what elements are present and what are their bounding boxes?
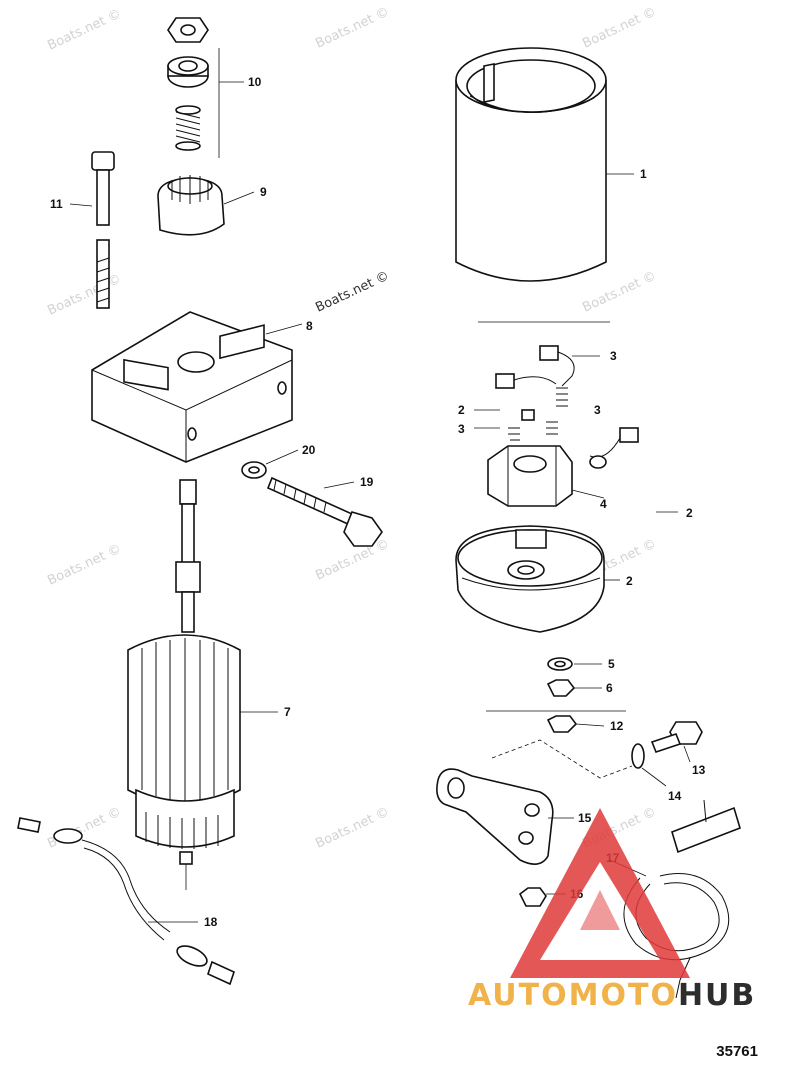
callout-11: 11 <box>50 197 63 211</box>
watermark-text: Boats.net © <box>580 5 658 52</box>
callout-12: 12 <box>610 719 624 733</box>
callout-2b: 2 <box>686 506 693 520</box>
watermark-text: Boats.net © <box>45 272 123 319</box>
callout-5: 5 <box>608 657 615 671</box>
part-coil-lead <box>623 799 741 999</box>
callout-2a: 2 <box>458 403 465 417</box>
callout-10: 10 <box>248 75 262 89</box>
callout-14: 14 <box>668 789 682 803</box>
watermark-text: Boats.net © <box>313 805 391 852</box>
part-armature <box>127 479 241 890</box>
callout-4: 4 <box>600 497 607 511</box>
watermark-text: Boats.net © <box>580 269 658 316</box>
diagram-number: 35761 <box>716 1043 758 1060</box>
watermark-text: Boats.net © <box>313 5 391 52</box>
callout-7: 7 <box>284 705 291 719</box>
logo-triangle <box>510 808 690 978</box>
part-through-bolt <box>91 151 115 309</box>
callout-9: 9 <box>260 185 267 199</box>
part-brush-assembly <box>487 345 639 507</box>
callout-1: 1 <box>640 167 647 181</box>
automotohub-logo: AUTOMOTOHUB <box>468 978 756 1013</box>
part-frame-housing <box>455 47 607 282</box>
callout-3b: 3 <box>458 422 465 436</box>
logo-text-part2: HUB <box>677 978 757 1013</box>
logo-text-part1: AUTOMOTO <box>468 978 678 1013</box>
watermark-text: Boats.net © <box>45 805 123 852</box>
callout-13: 13 <box>692 763 706 777</box>
callout-2c: 2 <box>626 574 633 588</box>
part-cable <box>17 817 235 986</box>
part-end-cap <box>91 311 293 463</box>
part-commutator-end-frame <box>455 525 605 633</box>
callout-3a: 3 <box>610 349 617 363</box>
callout-18: 18 <box>204 915 218 929</box>
watermark-text: Boats.net © <box>313 269 391 316</box>
callout-15: 15 <box>578 811 592 825</box>
callout-3c: 3 <box>594 403 601 417</box>
callout-6: 6 <box>606 681 613 695</box>
part-drive-pinion <box>157 175 225 236</box>
callout-8: 8 <box>306 319 313 333</box>
part-nut-collar-spring <box>167 17 220 158</box>
watermark-text: Boats.net © <box>45 542 123 589</box>
callout-19: 19 <box>360 475 374 489</box>
part-washer-and-bolt <box>241 461 383 547</box>
part-washers-nuts <box>478 321 626 733</box>
part-bracket-hardware <box>436 721 703 907</box>
watermark-text: Boats.net © <box>45 7 123 54</box>
callout-20: 20 <box>302 443 316 457</box>
